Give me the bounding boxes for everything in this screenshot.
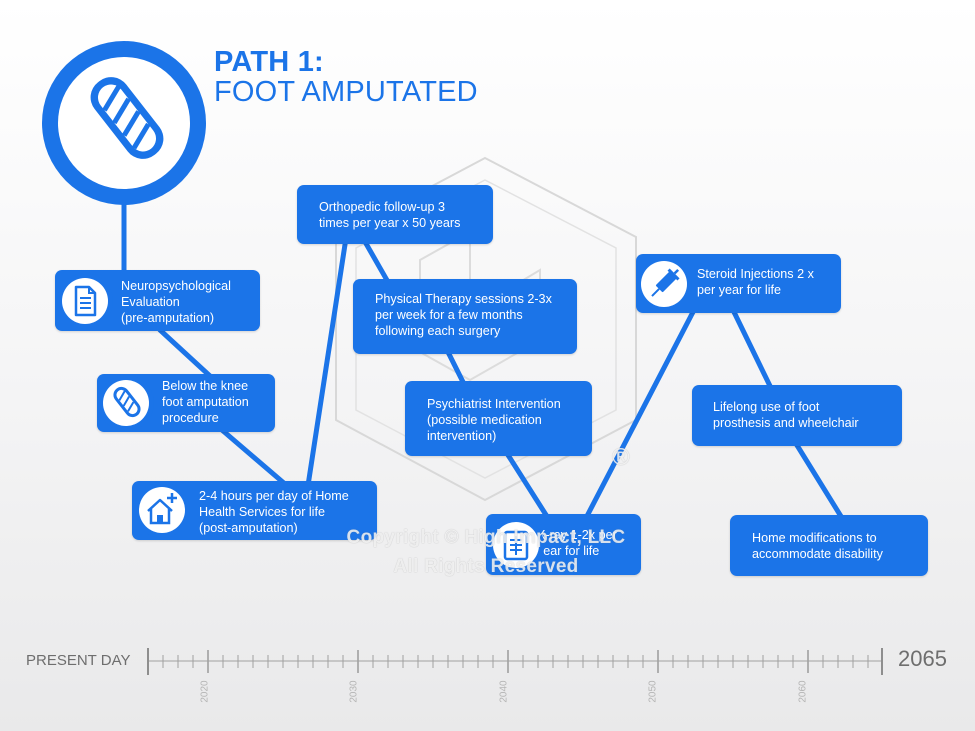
xray-icon — [503, 530, 529, 561]
connector-knee-home — [219, 427, 288, 487]
timeline-tick-label: 2050 — [647, 680, 659, 703]
connector-xray-steroid — [583, 309, 696, 521]
event-icon-home-health — [134, 482, 190, 538]
bandaged-foot-icon — [113, 386, 141, 418]
event-box-home-mod: Home modifications to accommodate disabi… — [730, 515, 928, 576]
event-icon-below-knee — [98, 375, 154, 431]
connector-psych-xray — [505, 452, 551, 521]
main-foot-badge — [42, 41, 206, 205]
bandaged-foot-icon — [90, 77, 164, 159]
event-text: Below the knee foot amputation procedure — [162, 379, 249, 425]
timeline-tick-label: 2040 — [498, 680, 510, 703]
event-text: Home modifications to accommodate disabi… — [752, 531, 883, 561]
event-icon-xray — [488, 517, 544, 573]
event-box-psych: Psychiatrist Intervention (possible medi… — [405, 381, 592, 456]
title-line2: FOOT AMPUTATED — [214, 76, 478, 108]
timeline-tick-label: 2020 — [199, 680, 211, 703]
connector-pt-psych — [445, 349, 467, 387]
timeline-tick-label: 2030 — [348, 680, 360, 703]
event-box-pt: Physical Therapy sessions 2-3x per week … — [353, 279, 577, 354]
watermark-registered: ® — [612, 444, 630, 471]
timeline-tick-label: 2060 — [797, 680, 809, 703]
syringe-icon — [651, 268, 680, 297]
event-icon-steroid — [636, 256, 692, 312]
watermark-copyright: Copyright © High Impact, LLC — [346, 527, 626, 548]
connector-prosthesis-homemod — [792, 439, 845, 521]
timeline-start-label: PRESENT DAY — [26, 652, 131, 669]
event-text: Physical Therapy sessions 2-3x per week … — [375, 292, 552, 338]
event-text: X-ray 1-2x per year for life — [537, 528, 617, 558]
title-line1: PATH 1: — [214, 46, 324, 78]
event-text: Psychiatrist Intervention (possible medi… — [427, 397, 561, 443]
event-box-prosthesis: Lifelong use of foot prosthesis and whee… — [692, 385, 902, 446]
document-icon — [74, 285, 97, 317]
connector-ortho-pt — [361, 237, 391, 285]
event-icon-neuro — [57, 273, 113, 329]
timeline-end-label: 2065 — [898, 646, 947, 671]
connector-home-ortho — [302, 235, 349, 508]
event-text: Orthopedic follow-up 3 times per year x … — [319, 200, 461, 230]
event-text: Lifelong use of foot prosthesis and whee… — [713, 400, 859, 430]
connector-steroid-prosthesis — [731, 309, 773, 389]
watermark-rights: All Rights Reserved — [393, 556, 579, 577]
event-text: Steroid Injections 2 x per year for life — [697, 267, 814, 297]
event-text: 2-4 hours per day of Home Health Service… — [199, 489, 349, 535]
event-box-ortho: Orthopedic follow-up 3 times per year x … — [297, 185, 493, 244]
house-plus-icon — [147, 493, 177, 525]
event-text: Neuropsychological Evaluation (pre-amput… — [121, 279, 231, 325]
connector-neuro-knee — [157, 327, 213, 379]
